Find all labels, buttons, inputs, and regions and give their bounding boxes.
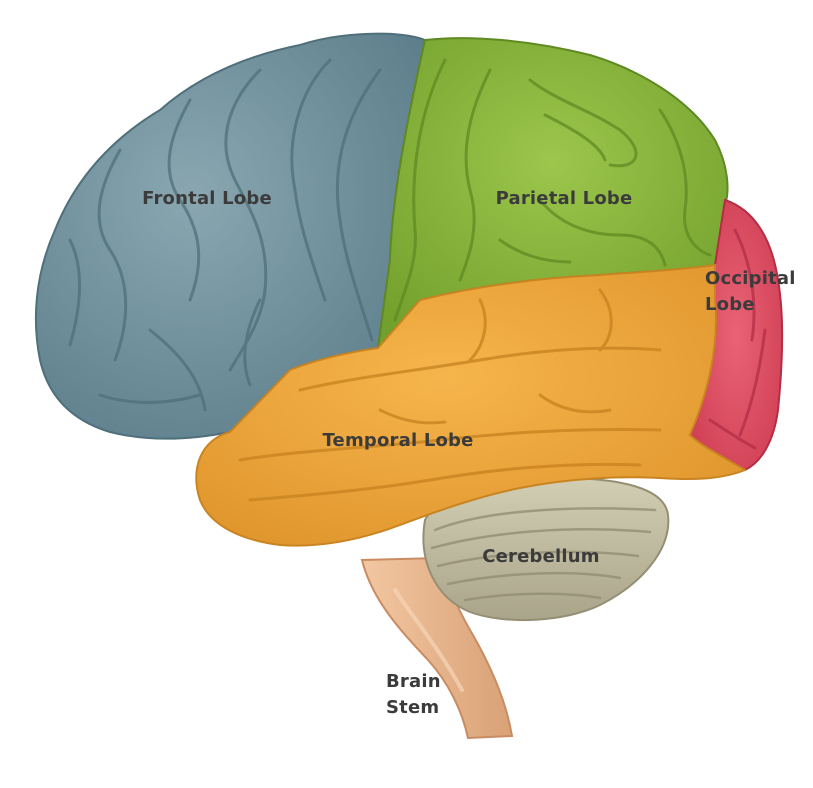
occipital-lobe-region	[688, 198, 784, 472]
brainstem-region	[360, 556, 514, 740]
temporal-lobe-label: Temporal Lobe	[322, 430, 473, 451]
cerebellum-label: Cerebellum	[482, 546, 600, 567]
cerebellum-region	[422, 476, 670, 622]
frontal-lobe-region	[34, 32, 427, 440]
frontal-lobe-label: Frontal Lobe	[142, 188, 272, 209]
temporal-lobe-region	[195, 263, 748, 547]
brainstem-label-line2: Stem	[386, 697, 439, 718]
occipital-lobe-label-line1: Occipital	[705, 268, 796, 289]
occipital-lobe-label-line2: Lobe	[705, 294, 755, 315]
parietal-lobe-label: Parietal Lobe	[496, 188, 633, 209]
brainstem-label-line1: Brain	[386, 671, 441, 692]
